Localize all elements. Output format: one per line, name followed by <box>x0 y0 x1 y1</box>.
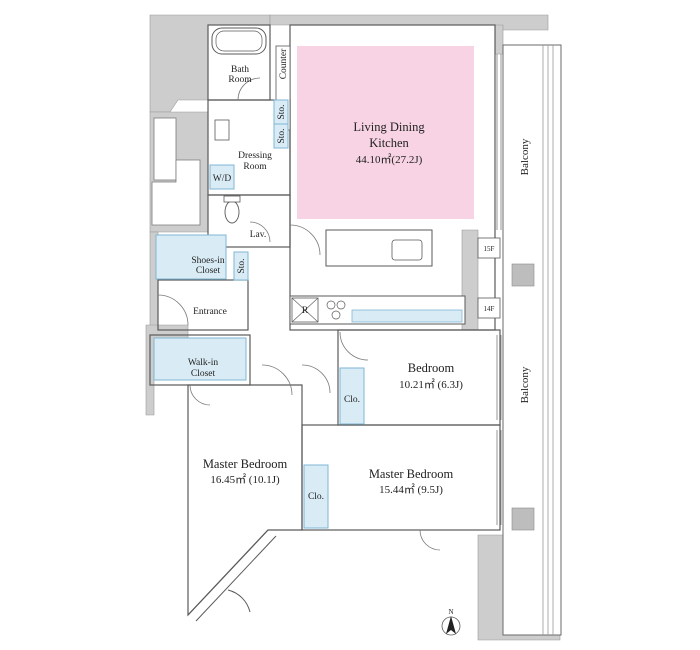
floor-15-label: 15F <box>484 245 495 253</box>
shoes-label-2: Closet <box>196 266 221 276</box>
balcony-strip <box>502 44 562 636</box>
walkin-label-1: Walk-in <box>188 358 219 368</box>
top-wall <box>269 14 549 31</box>
angled-window-line-1 <box>187 529 269 616</box>
master1-area: 16.45㎡ (10.1J) <box>210 473 280 486</box>
dressing-label-1: Dressing <box>238 151 272 161</box>
balcony-top-label: Balcony <box>519 138 531 175</box>
bedroom-area: 10.21㎡ (6.3J) <box>399 378 463 391</box>
door-swings <box>157 77 441 551</box>
pillar-void-2 <box>151 159 201 226</box>
master2-outline <box>301 424 501 531</box>
angled-door-arc <box>227 589 251 613</box>
refrigerator-cross-2 <box>291 297 319 323</box>
wd-block <box>209 164 235 190</box>
master1-outline <box>187 384 303 617</box>
sto2-label: Sto. <box>277 128 287 143</box>
sto2-block <box>273 123 289 149</box>
room-walls <box>149 24 501 617</box>
balcony-area <box>502 44 562 636</box>
stove-burner-3 <box>331 310 341 320</box>
bathtub <box>211 27 267 55</box>
clo1-label: Clo. <box>344 395 360 405</box>
walkin-block <box>153 337 247 381</box>
floor-15-box <box>477 237 501 259</box>
ldk-label-2: Kitchen <box>369 136 409 150</box>
master2-area: 15.44㎡ (9.5J) <box>379 483 443 496</box>
wd-label: W/D <box>213 174 232 184</box>
balcony-unit-2 <box>511 507 535 531</box>
shoes-block <box>155 234 227 280</box>
master1-door <box>261 364 293 396</box>
sto1-label: Sto. <box>277 104 287 119</box>
floor-14-label: 14F <box>484 305 495 313</box>
bedroom-door <box>339 331 369 361</box>
sto3-block <box>233 251 249 281</box>
walkin-door <box>189 384 211 406</box>
balcony-bottom-label: Balcony <box>519 366 531 403</box>
stove-burner-2 <box>336 300 346 310</box>
right-wall-column <box>494 24 504 55</box>
lav-door <box>249 221 271 243</box>
clo1-block <box>339 367 365 425</box>
dressing-label-2: Room <box>243 162 267 172</box>
balcony-door <box>419 529 441 551</box>
lav-outline <box>207 194 291 248</box>
north-pointer <box>446 616 456 634</box>
counter-label: Counter <box>279 48 289 79</box>
clo2-block <box>303 464 329 529</box>
pillar-void <box>153 117 177 181</box>
dressing-sink <box>214 119 230 141</box>
ldk-area: 44.10㎡(27.2J) <box>356 153 423 166</box>
stove-burner-1 <box>326 300 336 310</box>
bath-door <box>237 77 261 101</box>
ldk-door <box>289 224 321 256</box>
north-label: N <box>448 608 453 616</box>
master2-door <box>301 364 331 394</box>
north-arrow <box>441 616 461 636</box>
lav-label: Lav. <box>250 230 267 240</box>
angled-window <box>187 529 277 622</box>
clo2-label: Clo. <box>308 492 324 502</box>
bathtub-inner <box>215 30 263 52</box>
ldk-label-1: Living Dining <box>353 120 425 134</box>
shoes-label-1: Shoes-in <box>191 256 225 266</box>
toilet <box>224 200 240 224</box>
walkin-label-2: Closet <box>191 369 216 379</box>
kitchen-sink <box>391 239 423 261</box>
ldk-windows <box>496 54 502 525</box>
sto3-label: Sto. <box>237 258 247 273</box>
floor-14-box <box>477 297 501 319</box>
counter-blue-strip <box>351 309 463 323</box>
bath-label-2: Room <box>228 75 252 85</box>
ldk-floor <box>297 46 474 219</box>
toilet-tank <box>223 195 241 203</box>
entrance-label: Entrance <box>193 307 227 317</box>
entrance-outline <box>157 279 249 331</box>
entrance-door <box>157 294 189 326</box>
bedroom-label: Bedroom <box>408 361 455 375</box>
master2-label: Master Bedroom <box>369 467 454 481</box>
angled-window-line-2 <box>195 535 277 622</box>
balcony-unit-1 <box>511 263 535 287</box>
storage-blocks <box>153 99 365 529</box>
refrigerator-label: R <box>302 306 309 316</box>
master1-label: Master Bedroom <box>203 457 288 471</box>
bath-label-1: Bath <box>231 65 249 75</box>
